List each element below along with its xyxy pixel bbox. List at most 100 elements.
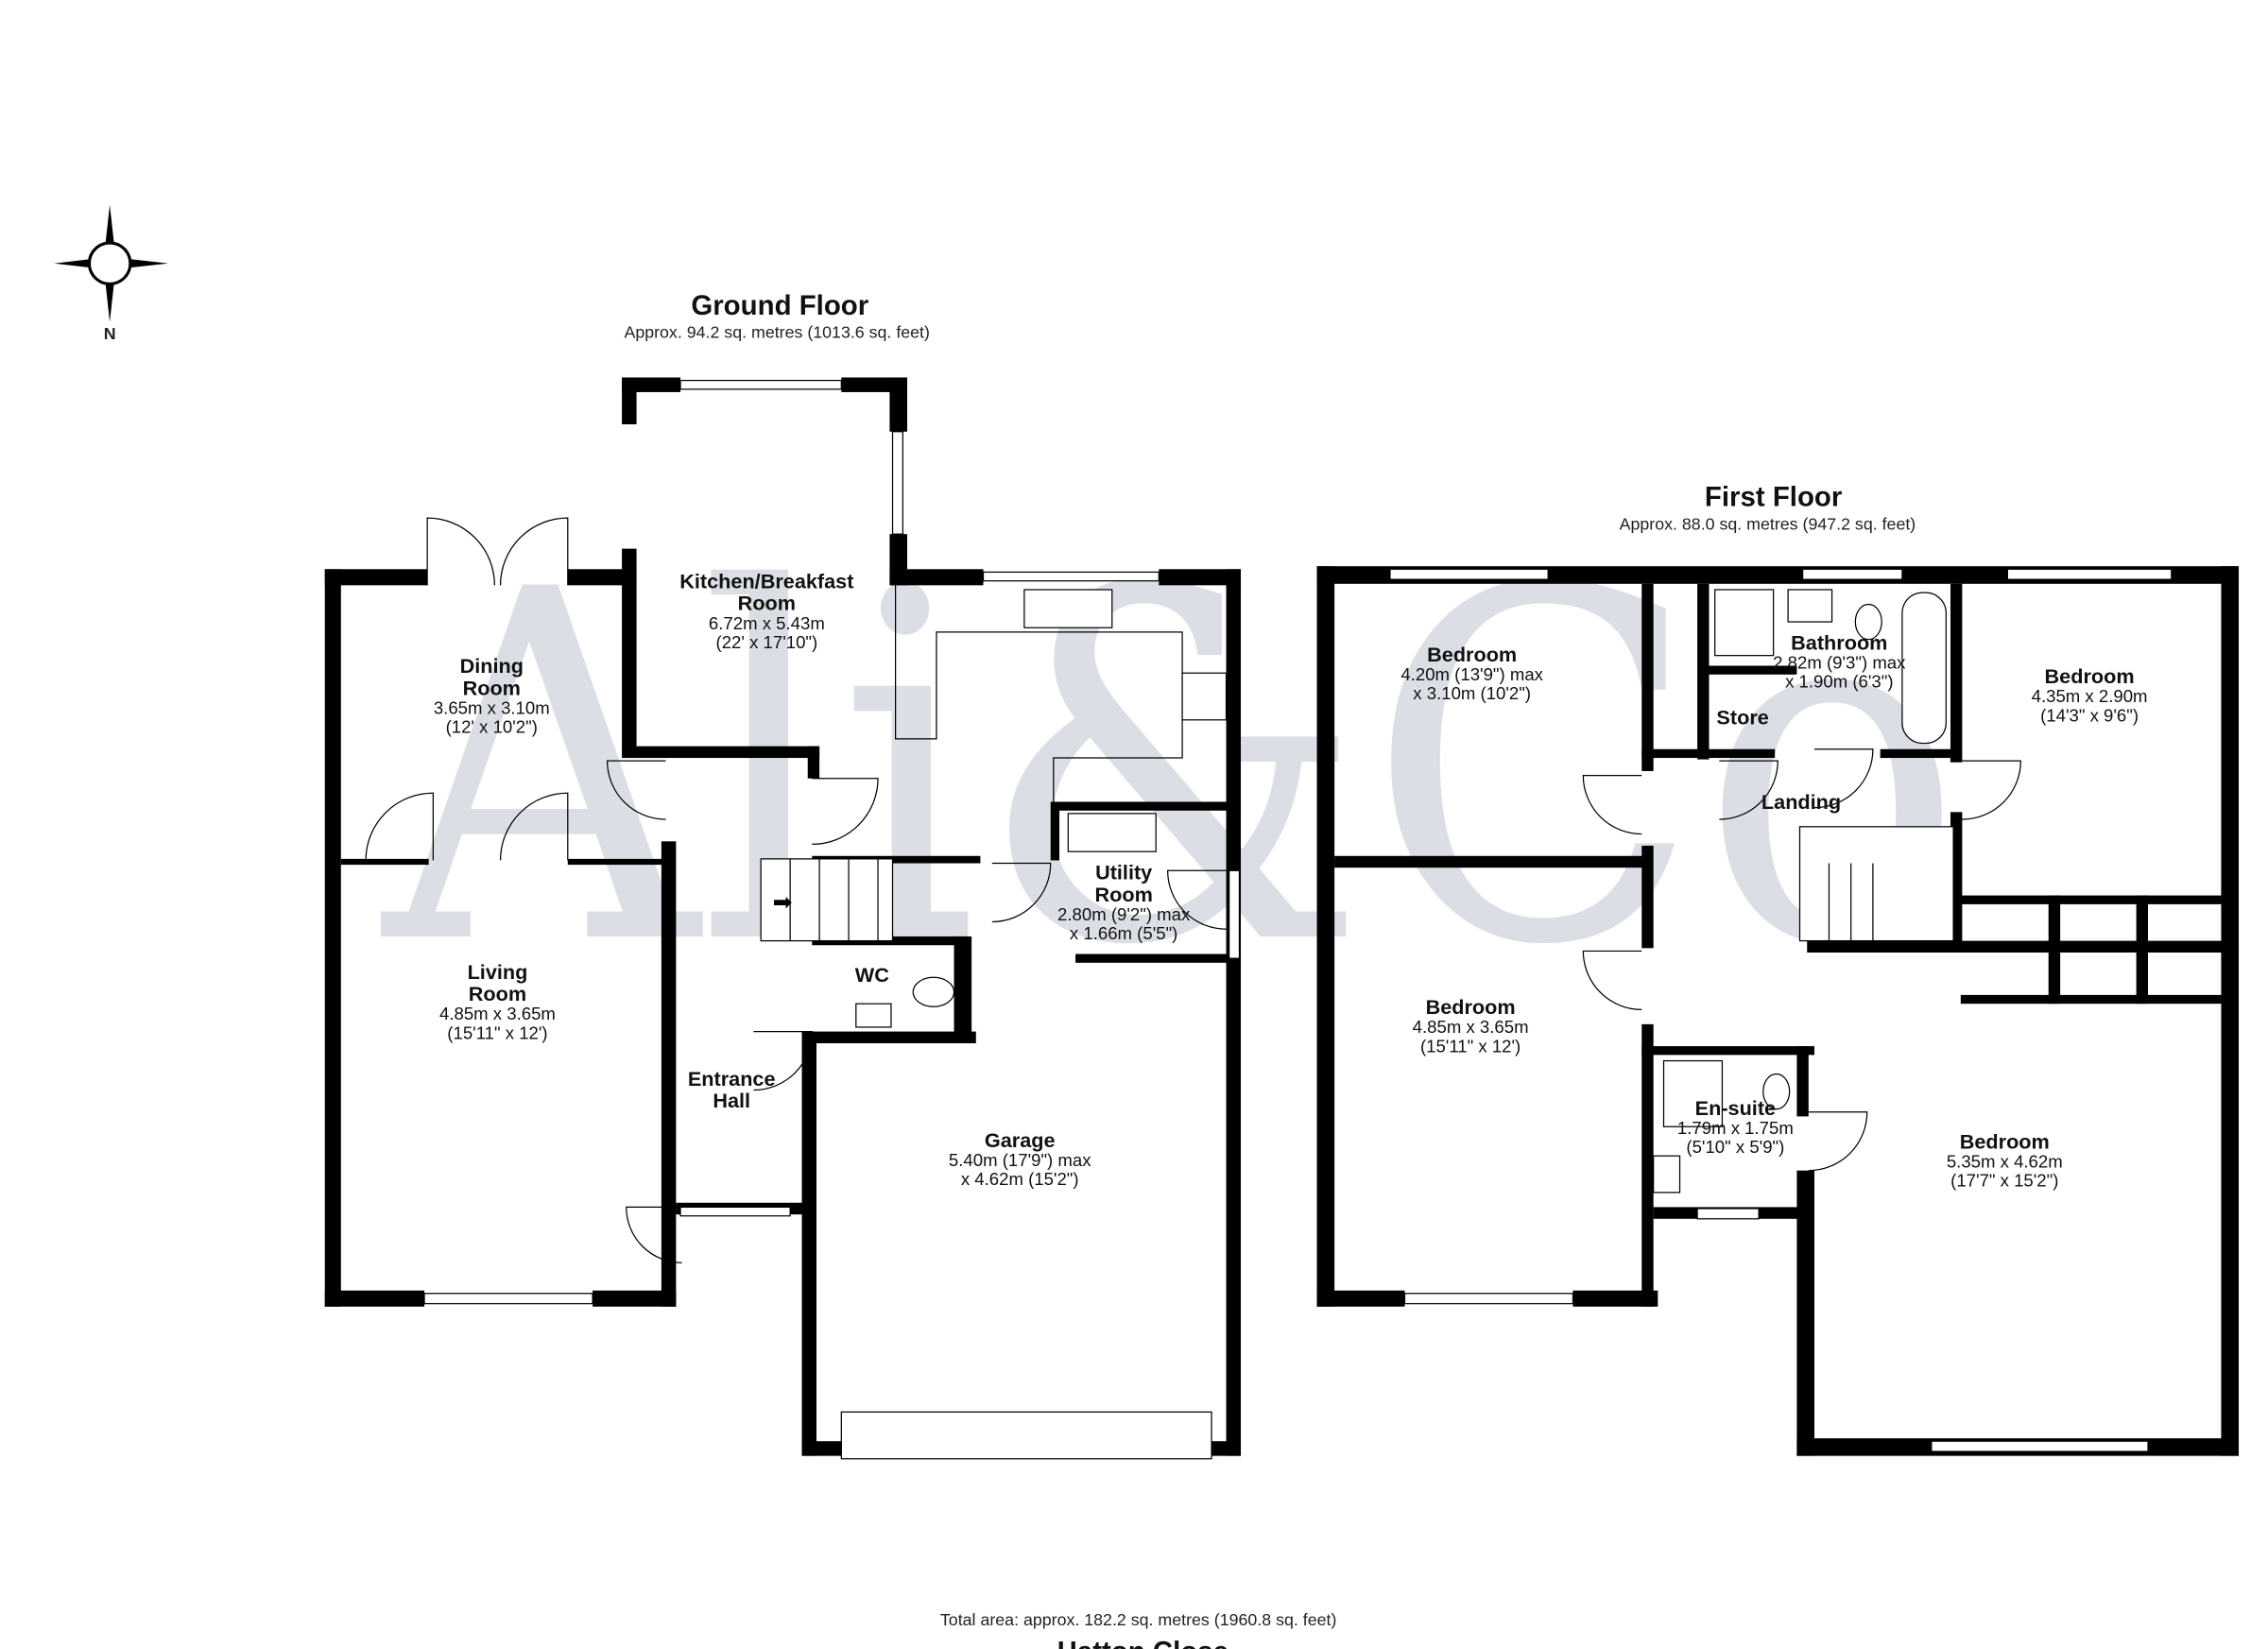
wall xyxy=(1075,953,1242,963)
wall xyxy=(1641,1046,1814,1056)
window xyxy=(1389,568,1549,580)
room-name: Living xyxy=(468,960,528,984)
wall xyxy=(622,548,637,759)
staircase xyxy=(760,858,894,942)
address: Hatton Close xyxy=(1057,1636,1228,1649)
room-name: Utility xyxy=(1095,861,1152,885)
stair-arrow-icon: ➡ xyxy=(773,890,793,916)
room-dimensions: 5.35m x 4.62m xyxy=(1947,1152,2063,1172)
first-floor-title: First Floor xyxy=(1705,482,1842,513)
room-name: Room xyxy=(738,592,796,615)
wall xyxy=(628,746,820,759)
room-name: Bathroom xyxy=(1791,630,1887,654)
room-name: Dining xyxy=(460,654,524,678)
wall xyxy=(1226,569,1242,1456)
staircase xyxy=(1798,826,1954,942)
room-label: WC xyxy=(855,963,889,987)
wall xyxy=(1960,895,2222,904)
wall xyxy=(340,858,429,866)
door-swing xyxy=(812,778,879,846)
wall xyxy=(593,1290,677,1307)
garage-door xyxy=(840,1411,1212,1460)
window xyxy=(1228,869,1241,959)
room-dimensions: (22' x 17'10") xyxy=(716,632,818,652)
door-swing xyxy=(1962,760,2021,820)
shower-icon xyxy=(1714,589,1775,657)
window xyxy=(2006,568,2173,580)
basin-icon xyxy=(1653,1155,1681,1194)
room-name: Kitchen/Breakfast xyxy=(679,569,853,593)
wall xyxy=(1641,583,1654,771)
room-name: Garage xyxy=(985,1128,1056,1152)
wall xyxy=(1572,1290,1658,1307)
wall xyxy=(1709,665,1797,675)
room-dimensions: (17'7" x 15'2") xyxy=(1950,1171,2058,1191)
wall xyxy=(1316,1290,1405,1307)
wall xyxy=(1709,748,1776,759)
room-dimensions: 4.85m x 3.65m xyxy=(439,1004,556,1023)
door-swing xyxy=(1582,950,1642,1010)
kitchen-worktop xyxy=(894,585,1183,802)
room-dimensions: (14'3" x 9'6") xyxy=(2040,705,2139,725)
ground-floor-title: Ground Floor xyxy=(691,290,868,321)
hob-icon xyxy=(1181,672,1228,721)
window xyxy=(1931,1440,2149,1452)
wall xyxy=(2136,895,2149,1005)
fixtures: ➡ xyxy=(365,517,2021,1460)
bath-icon xyxy=(1901,592,1947,745)
door-swing xyxy=(991,862,1052,923)
wall xyxy=(1641,1023,1654,1307)
room-dimensions: x 1.66m (5'5") xyxy=(1070,923,1177,943)
window xyxy=(1801,568,1903,580)
door-swing xyxy=(606,760,666,820)
wall xyxy=(1796,1046,1809,1117)
wall xyxy=(1697,583,1710,760)
ground-floor-area: Approx. 94.2 sq. metres (1013.6 sq. feet… xyxy=(624,323,929,342)
wall xyxy=(567,858,671,866)
wall xyxy=(1960,994,2222,1005)
toilet-icon xyxy=(1854,603,1882,641)
room-name: Bedroom xyxy=(1426,995,1516,1019)
room-dimensions: x 3.10m (10'2") xyxy=(1413,683,1531,703)
wall xyxy=(567,569,637,586)
room-dimensions: (15'11" x 12') xyxy=(447,1022,547,1042)
room-dimensions: 4.20m (13'9") max xyxy=(1400,664,1543,684)
wall xyxy=(1316,566,1335,1307)
compass-icon: N xyxy=(54,204,169,343)
room-name: Bedroom xyxy=(1427,643,1517,666)
compass-north-label: N xyxy=(104,324,116,343)
room-name: Room xyxy=(469,982,526,1005)
walls xyxy=(324,377,2240,1456)
wall xyxy=(1053,801,1242,811)
room-dimensions: x 1.90m (6'3") xyxy=(1785,672,1893,692)
wall xyxy=(2221,566,2240,1456)
room-name: Hall xyxy=(713,1089,750,1112)
door-swing xyxy=(1719,760,1778,820)
wall xyxy=(889,377,908,432)
wall xyxy=(801,1031,817,1456)
door-swing xyxy=(499,792,569,861)
utility-sink-icon xyxy=(1067,813,1157,852)
room-dimensions: (12' x 10'2") xyxy=(446,717,538,737)
room-name: Room xyxy=(463,676,521,699)
wall xyxy=(1159,569,1242,586)
shower-icon xyxy=(1662,1059,1724,1127)
window xyxy=(1696,1208,1760,1220)
door-swing xyxy=(753,1030,813,1091)
wall xyxy=(1050,801,1060,861)
kitchen-sink-icon xyxy=(1023,589,1113,628)
room-name: Bedroom xyxy=(1960,1129,2050,1153)
toilet-icon xyxy=(912,976,955,1007)
room-dimensions: 6.72m x 5.43m xyxy=(709,613,825,633)
toilet-icon xyxy=(1762,1073,1791,1110)
